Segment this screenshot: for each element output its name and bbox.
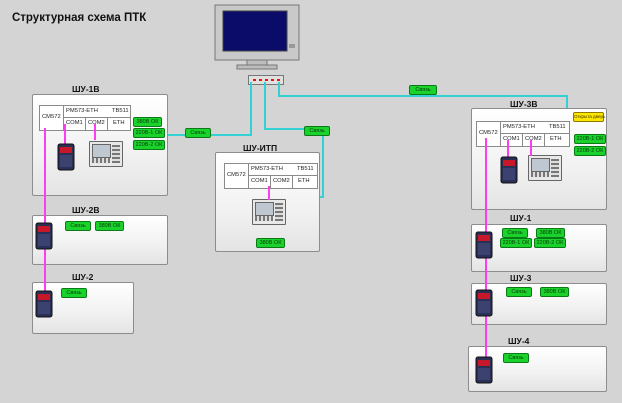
cabinet-shu-3v[interactable]: CM572 PM573-ETH TB511 COM1 COM2 ETH Откр… xyxy=(471,108,607,210)
cabinet-label: ШУ-ИТП xyxy=(243,143,278,153)
rs485-line xyxy=(94,124,96,140)
drive-device-icon xyxy=(500,156,518,189)
network-switch-icon xyxy=(248,72,284,85)
cabinet-label: ШУ-1 xyxy=(510,213,532,223)
drive-device-icon xyxy=(35,290,53,323)
plc-tb-label: TB511 xyxy=(297,166,314,172)
drive-device-icon xyxy=(475,289,493,322)
drive-device-icon xyxy=(57,143,75,176)
eth-line xyxy=(250,82,252,136)
plc-module: CM572 PM573-ETH TB511 COM1 COM2 ETH xyxy=(224,163,318,189)
voltage-status-badge: 380В ОК xyxy=(540,287,569,297)
hmi-panel-icon xyxy=(528,155,562,181)
drive-device-icon xyxy=(475,231,493,264)
rs485-line xyxy=(44,128,46,300)
workstation-icon[interactable] xyxy=(213,4,301,70)
voltage-status-badge: 220В-2 ОК xyxy=(574,146,606,156)
com2-port: COM2 xyxy=(273,178,290,184)
cabinet-label: ШУ-4 xyxy=(508,336,530,346)
plc-cpu-label: CM572 xyxy=(42,114,61,120)
eth-line xyxy=(278,95,568,97)
com1-port: COM1 xyxy=(66,120,83,126)
plc-cpu-label: CM572 xyxy=(227,172,246,178)
link-status-badge: Связь xyxy=(503,353,529,363)
voltage-status-badge: 220В-1 ОК xyxy=(500,238,532,248)
cabinet-label: ШУ-2 xyxy=(72,272,94,282)
rs485-line xyxy=(507,140,509,158)
voltage-status-badge: 380В ОК xyxy=(133,117,162,127)
eth-line xyxy=(264,82,266,128)
eth-port: ETH xyxy=(550,136,562,142)
plc-module: CM572 PM573-ETH TB511 COM1 COM2 ETH xyxy=(476,121,570,147)
eth-port: ETH xyxy=(113,120,125,126)
rs485-line xyxy=(64,124,66,146)
plc-module-label: PM573-ETH xyxy=(503,124,535,130)
eth-line xyxy=(322,128,324,196)
link-status-badge: Связь xyxy=(409,85,437,95)
door-open-alarm-badge: Открыта дверь xyxy=(573,112,605,122)
com2-port: COM2 xyxy=(88,120,105,126)
link-status-badge: Связь xyxy=(304,126,330,136)
cabinet-label: ШУ-1В xyxy=(72,84,100,94)
eth-port: ETH xyxy=(298,178,310,184)
voltage-status-badge: 220В-2 ОК xyxy=(133,140,165,150)
plc-module-label: PM573-ETH xyxy=(251,166,283,172)
plc-tb-label: TB511 xyxy=(549,124,566,130)
link-status-badge: Связь xyxy=(502,228,528,238)
plc-module-label: PM573-ETH xyxy=(66,108,98,114)
cabinet-label: ШУ-3 xyxy=(510,273,532,283)
cabinet-label: ШУ-2В xyxy=(72,205,100,215)
link-status-badge: Связь xyxy=(185,128,211,138)
rs485-line xyxy=(530,140,532,156)
com1-port: COM1 xyxy=(503,136,520,142)
com2-port: COM2 xyxy=(525,136,542,142)
cabinet-shu-2v[interactable]: Связь 380В ОК xyxy=(32,215,168,265)
page-title: Структурная схема ПТК xyxy=(12,12,147,24)
cabinet-shu-itp[interactable]: CM572 PM573-ETH TB511 COM1 COM2 ETH 380В… xyxy=(215,152,320,252)
cabinet-shu-1[interactable]: Связь 380В ОК 220В-1 ОК 220В-2 ОК xyxy=(471,224,607,272)
link-status-badge: Связь xyxy=(506,287,532,297)
link-status-badge: Связь xyxy=(61,288,87,298)
plc-tb-label: TB511 xyxy=(112,108,129,114)
cabinet-shu-3[interactable]: Связь 380В ОК xyxy=(471,283,607,325)
eth-line xyxy=(278,82,280,96)
cabinet-label: ШУ-3В xyxy=(510,99,538,109)
drive-device-icon xyxy=(35,222,53,255)
voltage-status-badge: 220В-1 ОК xyxy=(574,134,606,144)
voltage-status-badge: 380В ОК xyxy=(95,221,124,231)
drive-device-icon xyxy=(475,356,493,389)
cabinet-shu-1v[interactable]: CM572 PM573-ETH TB511 COM1 COM2 ETH 380В… xyxy=(32,94,168,196)
voltage-status-badge: 380В ОК xyxy=(256,238,285,248)
link-status-badge: Связь xyxy=(65,221,91,231)
rs485-line xyxy=(268,186,270,200)
hmi-panel-icon xyxy=(252,199,286,225)
com1-port: COM1 xyxy=(251,178,268,184)
voltage-status-badge: 220В-2 ОК xyxy=(534,238,566,248)
voltage-status-badge: 380В ОК xyxy=(536,228,565,238)
voltage-status-badge: 220В-1 ОК xyxy=(133,128,165,138)
hmi-panel-icon xyxy=(89,141,123,167)
plc-module: CM572 PM573-ETH TB511 COM1 COM2 ETH xyxy=(39,105,131,131)
eth-line xyxy=(264,128,324,130)
plc-cpu-label: CM572 xyxy=(479,130,498,136)
